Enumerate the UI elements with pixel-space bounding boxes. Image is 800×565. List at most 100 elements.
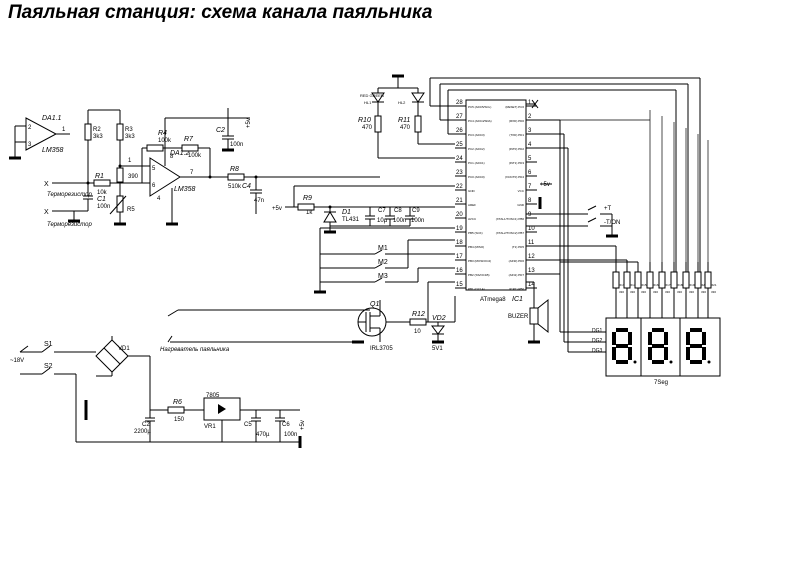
mcu-right-pin-number: 13 — [528, 268, 535, 274]
mcu-left-pin-number: 22 — [456, 184, 463, 190]
mcu-left-pin-number: 25 — [456, 142, 463, 148]
x-marker-1: X — [44, 181, 49, 188]
seven-seg-digit — [612, 328, 637, 364]
segment-resistor-name: R15 — [641, 283, 647, 287]
opamp-da11: 2 3 1 DA1.1 LM358 — [9, 115, 70, 160]
opamp-da11-pin-minus: 2 — [28, 125, 32, 131]
divider-resistors: R2 3k3 R3 3k3 1 390 R5 — [84, 109, 150, 226]
mcu-right-pin-number: 8 — [528, 198, 532, 204]
mcu-left-pin-name: PC1 (ADC1) — [468, 161, 485, 165]
resistor-r7-value: 100k — [188, 153, 202, 159]
display-label: 7Seg — [654, 380, 668, 386]
segment-resistor-value: 330 — [689, 290, 694, 294]
opamp-da12: 5 6 7 8 4 DA1.2 LM358 R4 100k R7 100k — [141, 117, 228, 226]
segment-resistor-value: 330 — [711, 290, 716, 294]
segment-resistor-value: 330 — [701, 290, 706, 294]
mcu-left-pin-number: 27 — [456, 114, 463, 120]
resistor-r2 — [84, 123, 92, 141]
page-title: Паяльная станция: схема канала паяльника — [8, 2, 433, 23]
resistor-r7-name: R7 — [184, 136, 194, 143]
thermistor-label-b: Терморезистор — [47, 222, 93, 228]
mcu-right-pin-number: 6 — [528, 170, 532, 176]
regulator-vr1-name: VR1 — [204, 424, 216, 430]
trimmer-r5 — [116, 195, 124, 213]
mcu-ic1-name: IC1 — [512, 296, 523, 303]
regulator-part: 7805 — [206, 393, 220, 399]
capacitor-c2-value: 100n — [230, 142, 243, 148]
input-18v-label: ~18V — [10, 358, 24, 364]
segment-resistors: R13330R14330R15330R16330R17330R18330R193… — [526, 110, 717, 318]
trimmer-r5-name: R5 — [127, 207, 135, 213]
resistor-r3-value: 3k3 — [125, 134, 135, 140]
mcu-right-pin-number: 1 — [528, 100, 532, 106]
reference-section: +5v R9 1k D1 TL431 C7 10µ C8 100n C9 — [272, 185, 455, 234]
mcu-left-pin-name: AREF — [468, 203, 476, 207]
resistor-r1-name: R1 — [95, 173, 104, 180]
segment-resistor-name: R21 — [711, 283, 717, 287]
segment-resistor-name: R14 — [630, 283, 636, 287]
mcu-right-pin-name: (RESET) PC6 — [505, 105, 524, 109]
capacitor-c4-name: C4 — [242, 183, 251, 190]
mcu-right-pin-name: (ICP1) PB0 — [509, 287, 525, 291]
mcu-right-pin-name: (INT0) PD2 — [509, 147, 525, 151]
capacitor-c2-name: C2 — [216, 127, 225, 134]
filter-r8-c4: R8 510k C4 47n — [227, 166, 380, 214]
resistor-r6-name: R6 — [173, 399, 182, 406]
x-marker-2: X — [44, 209, 49, 216]
resistor-r10-value: 470 — [362, 125, 373, 131]
mcu-right-pin-name: (RXD) PD0 — [509, 119, 524, 123]
segment-resistor-name: R18 — [677, 283, 683, 287]
plus5v-label-r9: +5v — [272, 206, 282, 212]
capacitor-c1-name: C1 — [97, 196, 106, 203]
capacitor-psu-value: 2200µ — [134, 429, 151, 435]
led-hl1-name: HL1 — [364, 100, 372, 105]
mcu-left-pin-number: 20 — [456, 212, 463, 218]
mcu-right-pin-name: (T1) PD5 — [512, 245, 525, 249]
mcu-left-pin-name: PC5 (ADC5/SCL) — [468, 105, 491, 109]
mcu-left-pin-number: 23 — [456, 170, 463, 176]
display-7seg: 7Seg DG1 DG2 DG3 — [526, 119, 721, 386]
capacitor-c2-group: C2 100n +5v — [216, 108, 252, 152]
capacitor-c6-name: C6 — [282, 422, 290, 428]
segment-resistor-value: 330 — [665, 290, 670, 294]
mcu-right-pin-number: 9 — [528, 212, 532, 218]
diode-vd2-name: VD2 — [432, 315, 446, 322]
mcu-left-pin-number: 28 — [456, 100, 463, 106]
opamp-da11-part: LM358 — [42, 147, 64, 154]
mcu-right-pin-number: 3 — [528, 128, 532, 134]
digit-dg3-label: DG3 — [592, 348, 603, 354]
mcu-right-pin-number: 4 — [528, 142, 532, 148]
segment-resistor-name: R16 — [653, 283, 659, 287]
resistor-r10-name: R10 — [358, 117, 371, 124]
heater-label: Нагреватель паяльника — [160, 347, 230, 353]
power-supply: ~18V S1 S2 VD1 C2 2200µ R6 150 — [10, 336, 306, 448]
status-leds: RED GREEN HL1 HL2 R10 470 R11 470 — [358, 74, 455, 159]
opamp-da12-part: LM358 — [174, 186, 196, 193]
mcu-right-pin-name: (XTAL2/TOSC2) PB7 — [496, 231, 525, 235]
mcu-right-pin-name: (XCK/T0) PD4 — [505, 175, 525, 179]
mcu-right-pin-number: 11 — [528, 240, 535, 246]
mcu-right-pin-number: 5 — [528, 156, 532, 162]
led-hl2-name: HL2 — [398, 100, 406, 105]
mcu-left-pin-name: PC2 (ADC2) — [468, 147, 485, 151]
mcu-right-pin-name: (XTAL1/TOSC1) PB6 — [496, 217, 525, 221]
buttons-t: +T -T/ON — [526, 205, 620, 238]
mcu-left-pin-number: 17 — [456, 254, 463, 260]
resistor-r11-name: R11 — [398, 117, 410, 124]
digit-dg2-label: DG2 — [592, 338, 603, 344]
mcu-left-pin-number: 18 — [456, 240, 463, 246]
resistor-390 — [116, 167, 124, 183]
capacitor-c9-value: 100n — [411, 218, 424, 224]
mcu-right-pin-name: (AIN0) PD6 — [509, 259, 525, 263]
segment-resistor-name: R17 — [665, 283, 671, 287]
resistor-r8-value: 510k — [228, 184, 242, 190]
thermistor-input: X X Терморезистор Терморезистор R1 10k C… — [44, 173, 150, 228]
digit-dg1-label: DG1 — [592, 328, 603, 334]
mcu-left-pin-number: 16 — [456, 268, 463, 274]
bridge-vd1-label: VD1 — [118, 346, 130, 352]
leds-header: RED GREEN — [360, 93, 384, 98]
mcu-right-pin-number: 2 — [528, 114, 532, 120]
segment-resistor-value: 330 — [630, 290, 635, 294]
